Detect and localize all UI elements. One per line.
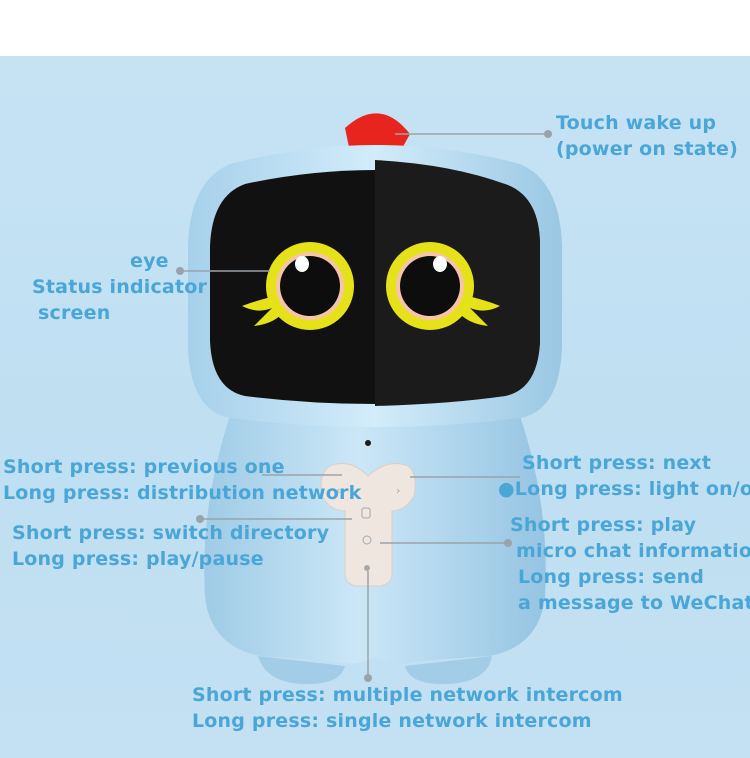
callout-dots xyxy=(176,130,552,682)
label-next: Short press: next ●Long press: light on/… xyxy=(498,452,750,500)
svg-text:›: › xyxy=(396,484,400,497)
robot-illustration: ‹ › xyxy=(176,113,562,685)
label-previous: Short press: previous one Long press: di… xyxy=(3,456,362,504)
label-play: Short press: play micro chat information… xyxy=(510,514,750,614)
remote-pad: ‹ › xyxy=(320,463,416,587)
robot-head xyxy=(188,113,562,427)
callout-lines xyxy=(182,133,545,678)
eye-right xyxy=(386,242,500,330)
label-eye: eye Status indicator screen xyxy=(32,250,208,324)
comb-crest xyxy=(345,113,410,152)
product-photo: ‹ › Touch wake up (power on state) xyxy=(0,56,750,758)
svg-text:‹: ‹ xyxy=(336,484,340,497)
label-intercom: Short press: multiple network intercom L… xyxy=(192,684,623,732)
label-switch-directory: Short press: switch directory Long press… xyxy=(12,522,330,570)
label-touch-wake: Touch wake up (power on state) xyxy=(556,112,739,160)
eye-left xyxy=(242,242,354,330)
